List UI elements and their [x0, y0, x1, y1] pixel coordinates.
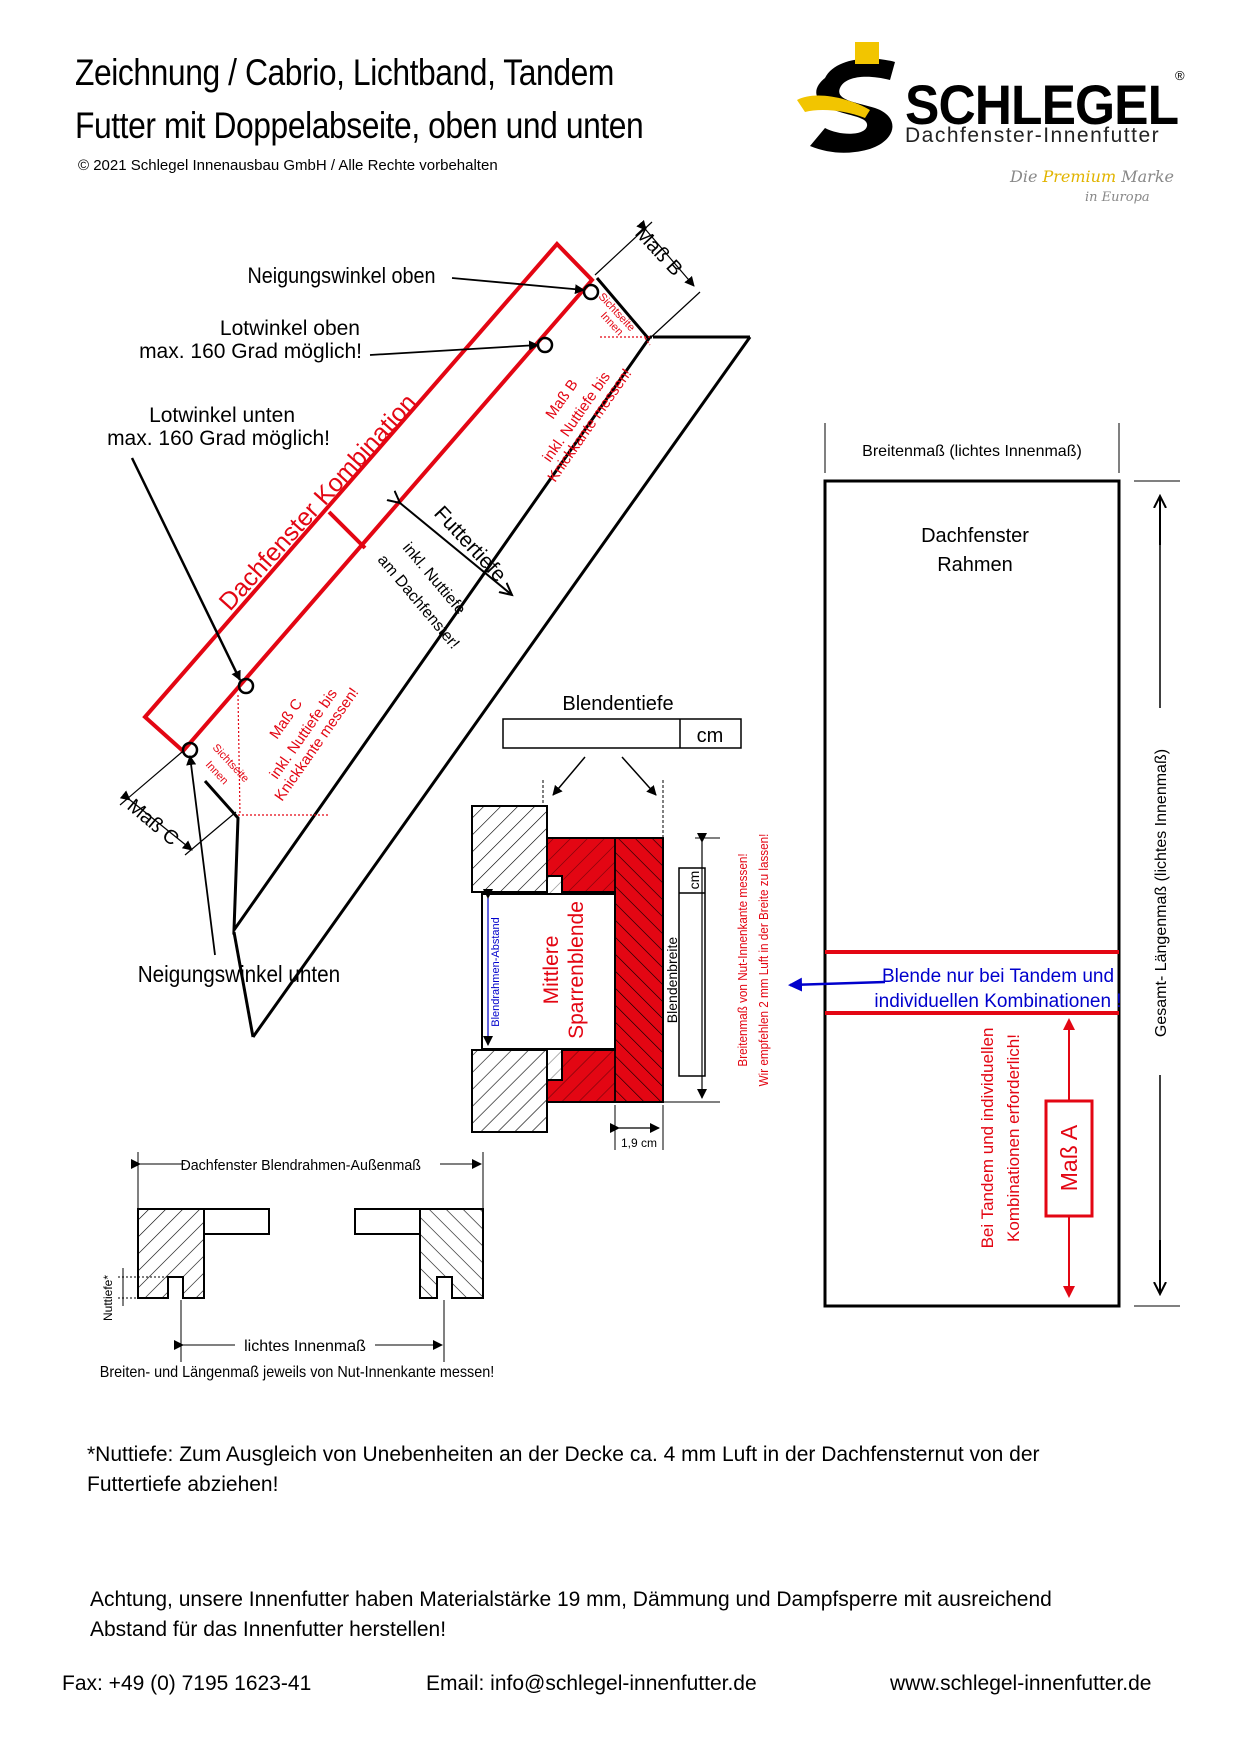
blende-cross-section [471, 718, 742, 1150]
label-tandem-1: Bei Tandem und individuellen [978, 1028, 997, 1249]
label-rahmen-1: Dachfenster [921, 525, 1029, 547]
copyright: © 2021 Schlegel Innenausbau GmbH / Alle … [78, 157, 498, 174]
label-aussenmass: Dachfenster Blendrahmen-Außenmaß [181, 1158, 422, 1174]
label-blende-note-2: individuellen Kombinationen ! [874, 991, 1121, 1012]
label-mass-a: Maß A [1056, 1124, 1082, 1191]
label-cm-vertical: cm [686, 871, 702, 890]
note-achtung-line-1: Achtung, unsere Innenfutter haben Materi… [90, 1588, 1052, 1611]
footer-website-link[interactable]: www.schlegel-innenfutter.de [890, 1672, 1152, 1695]
label-blendenbreite: Blendenbreite [664, 937, 680, 1024]
title-line-1: Zeichnung / Cabrio, Lichtband, Tandem [75, 52, 614, 93]
label-blende-note-1: Blende nur bei Tandem und [882, 966, 1114, 987]
frame-elevation [788, 423, 1180, 1308]
label-blendentiefe-cm: cm [697, 725, 724, 747]
tagline-prefix: Die [1010, 167, 1043, 186]
label-mass-c: Maß C [123, 795, 183, 850]
label-sparrenblende: Sparrenblende [565, 901, 588, 1039]
brand-name: SCHLEGEL [905, 73, 1179, 136]
label-messen: Breiten- und Längenmaß jeweils von Nut-I… [100, 1363, 495, 1381]
note-nuttiefe: *Nuttiefe: Zum Ausgleich von Unebenheite… [87, 1440, 1167, 1500]
title-line-2: Futter mit Doppelabseite, oben und unten [75, 105, 644, 146]
label-gesamt-laengenmass: Gesamt- Längenmaß (lichtes Innenmaß) [1153, 749, 1170, 1037]
label-lotwinkel-unten-2: max. 160 Grad möglich! [107, 427, 330, 450]
footer-fax: Fax: +49 (0) 7195 1623-41 [62, 1672, 312, 1695]
note-achtung: Achtung, unsere Innenfutter haben Materi… [90, 1585, 1170, 1645]
tagline-line-2: in Europa [1085, 190, 1150, 205]
label-breitenmass-note-1: Breitenmaß von Nut-Innenkante messen! [735, 853, 750, 1066]
inclined-section [119, 219, 752, 1038]
label-mass-b: Maß B [630, 222, 686, 280]
label-rahmen-2: Rahmen [937, 554, 1013, 576]
label-neigungswinkel-unten: Neigungswinkel unten [138, 961, 340, 987]
footer-email-link[interactable]: Email: info@schlegel-innenfutter.de [426, 1672, 757, 1695]
label-lichtes-innenmass: lichtes Innenmaß [244, 1338, 366, 1355]
note-nuttiefe-line-1: *Nuttiefe: Zum Ausgleich von Unebenheite… [87, 1443, 1040, 1466]
label-breitenmass: Breitenmaß (lichtes Innenmaß) [862, 443, 1082, 460]
label-breitenmass-note-2: Wir empfehlen 2 mm Luft in der Breite zu… [756, 834, 771, 1087]
label-nuttiefe: Nuttiefe* [101, 1275, 115, 1321]
note-nuttiefe-line-2: Futtertiefe abziehen! [87, 1473, 279, 1496]
label-blendentiefe: Blendentiefe [562, 693, 673, 715]
note-achtung-line-2: Abstand für das Innenfutter herstellen! [90, 1618, 447, 1641]
label-neigungswinkel-oben: Neigungswinkel oben [248, 264, 436, 288]
label-lotwinkel-oben-2: max. 160 Grad möglich! [139, 340, 362, 363]
label-lotwinkel-unten-1: Lotwinkel unten [149, 404, 295, 427]
label-blendrahmen-abstand: Blendrahmen-Abstand [490, 917, 502, 1026]
label-lotwinkel-oben-1: Lotwinkel oben [220, 317, 360, 340]
tagline-suffix: Marke [1116, 167, 1174, 186]
schlegel-s-logo-icon [797, 42, 895, 153]
tagline: Die Premium Marke [1010, 167, 1174, 186]
label-mittlere: Mittlere [540, 936, 563, 1005]
brand-subtitle: Dachfenster-Innenfutter [905, 124, 1161, 147]
label-1-9-cm: 1,9 cm [621, 1136, 657, 1150]
registered-mark: ® [1175, 68, 1185, 83]
frame-profile [118, 1152, 484, 1362]
tagline-premium: Premium [1042, 167, 1117, 186]
label-tandem-2: Kombinationen erforderlich! [1004, 1034, 1023, 1242]
